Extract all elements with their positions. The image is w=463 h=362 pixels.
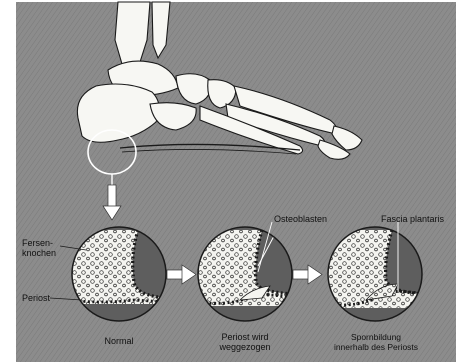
label-periost-wird-weggezogen: Periost wird weggezogen bbox=[205, 332, 285, 352]
label-osteoblasten: Osteoblasten bbox=[274, 214, 327, 224]
label-fascia-plantaris: Fascia plantaris bbox=[381, 214, 444, 224]
label-spornbildung: Spornbildung innerhalb des Periosts bbox=[320, 332, 432, 352]
label-normal: Normal bbox=[89, 336, 149, 346]
label-fersenknochen: Fersen- knochen bbox=[22, 238, 56, 258]
label-periost: Periost bbox=[22, 293, 50, 303]
